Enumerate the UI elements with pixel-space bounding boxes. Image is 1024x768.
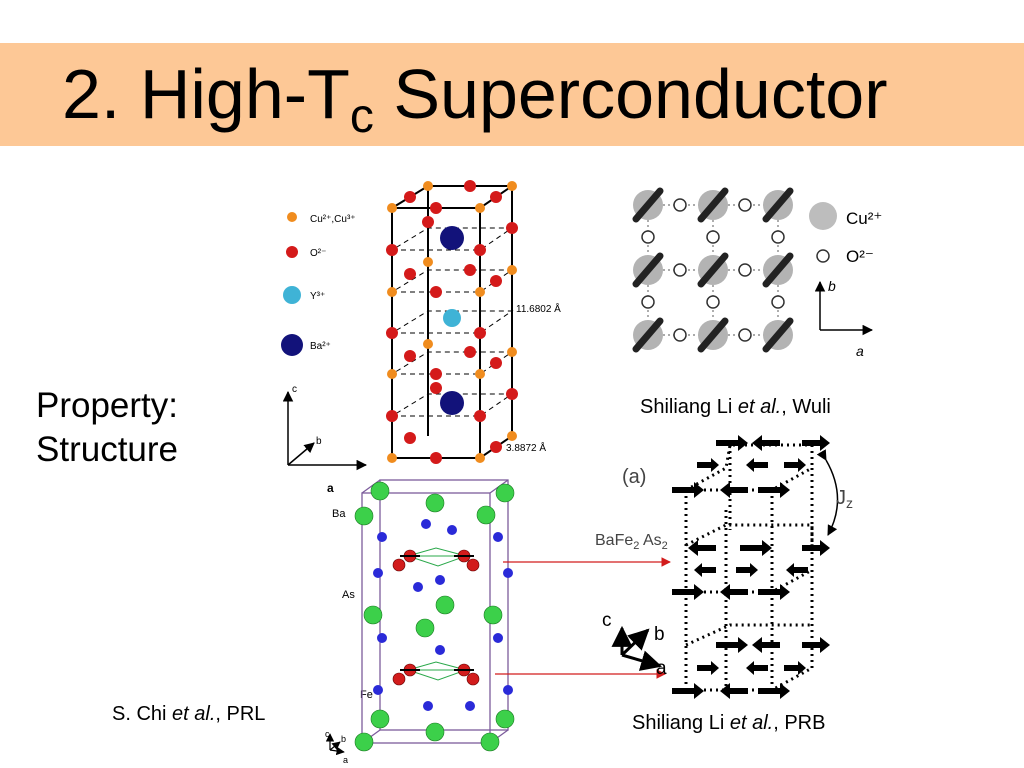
property-label: Property: Structure bbox=[36, 384, 178, 472]
cuo-o-sites bbox=[641, 198, 785, 342]
spin-compound-label: BaFe2 As2 bbox=[595, 532, 668, 552]
spin-arrows bbox=[672, 435, 830, 699]
ybco-structure-figure: Cu²⁺,Cu³⁺ O²⁻ Y³⁺ Ba²⁺ c b bbox=[281, 180, 561, 471]
bafe-fe-label: Fe bbox=[360, 689, 373, 701]
ybco-dim-b: 3.8872 Å bbox=[506, 441, 546, 454]
bafe-small-axis-a: a bbox=[343, 755, 348, 765]
cuo-legend-cu-label: Cu²⁺ bbox=[846, 209, 882, 228]
cuo-axis-b: b bbox=[828, 278, 836, 294]
legend-cu-dot bbox=[287, 212, 297, 222]
title-main: 2. High-T bbox=[62, 55, 350, 133]
slide-title: 2. High-Tc Superconductor bbox=[62, 50, 888, 161]
bafe-small-axis-b: b bbox=[341, 734, 346, 744]
legend-ba-label: Ba²⁺ bbox=[310, 341, 331, 352]
legend-o-dot bbox=[286, 246, 298, 258]
cuo-legend-cu-dot bbox=[809, 202, 837, 230]
cuo-cu-sites bbox=[632, 187, 794, 353]
ybco-legend: Cu²⁺,Cu³⁺ O²⁻ Y³⁺ Ba²⁺ bbox=[281, 212, 356, 356]
legend-cu-label: Cu²⁺,Cu³⁺ bbox=[310, 214, 356, 225]
title-banner bbox=[0, 43, 1024, 146]
cuo-axis-a: a bbox=[856, 343, 864, 359]
bafe-small-axis-c: c bbox=[325, 729, 330, 739]
bafe-bonds bbox=[406, 547, 468, 681]
bafe-small-axes bbox=[325, 733, 345, 756]
jz-label: Jz bbox=[836, 487, 853, 511]
bafe-as-label: As bbox=[342, 589, 355, 601]
ybco-dim-c: 11.6802 Å bbox=[516, 302, 561, 315]
cuo-legend-o-label: O²⁻ bbox=[846, 247, 874, 266]
ybco-atoms bbox=[386, 180, 518, 464]
bafe-pointer-arrows bbox=[495, 557, 671, 679]
legend-y-dot bbox=[283, 286, 301, 304]
spin-lattice-axes bbox=[611, 625, 663, 671]
spin-axis-c: c bbox=[602, 610, 612, 631]
property-line-1: Property: bbox=[36, 386, 178, 425]
cuo-axes bbox=[814, 280, 874, 336]
bafe-atoms bbox=[354, 481, 515, 752]
citation-wuli: Shiliang Li et al., Wuli bbox=[640, 396, 831, 418]
ybco-axes bbox=[282, 390, 368, 471]
legend-o-label: O²⁻ bbox=[310, 248, 326, 259]
jz-coupling-arrow bbox=[816, 449, 839, 536]
spin-lattice-label: (a) bbox=[622, 466, 646, 488]
legend-y-label: Y³⁺ bbox=[310, 291, 325, 302]
ybco-axis-b: b bbox=[316, 436, 322, 447]
bafe2as2-crystal-figure: a Ba As Fe bbox=[325, 479, 671, 765]
bafe-ba-label: Ba bbox=[332, 508, 346, 520]
spin-axis-b: b bbox=[654, 624, 665, 645]
legend-ba-dot bbox=[281, 334, 303, 356]
bafe-axis-a-label: a bbox=[327, 481, 334, 495]
spin-axis-a: a bbox=[656, 658, 667, 679]
ybco-axis-c: c bbox=[292, 384, 297, 395]
citation-prb: Shiliang Li et al., PRB bbox=[632, 712, 826, 734]
title-rest: Superconductor bbox=[373, 55, 888, 133]
title-subscript: c bbox=[349, 90, 374, 143]
cuo-plane-figure: Cu²⁺ O²⁻ b a bbox=[632, 187, 882, 359]
spin-lattice-figure: (a) BaFe2 As2 bbox=[595, 435, 853, 699]
citation-prl: S. Chi et al., PRL bbox=[112, 703, 266, 725]
cuo-legend-o-dot bbox=[816, 249, 830, 263]
property-line-2: Structure bbox=[36, 430, 178, 469]
